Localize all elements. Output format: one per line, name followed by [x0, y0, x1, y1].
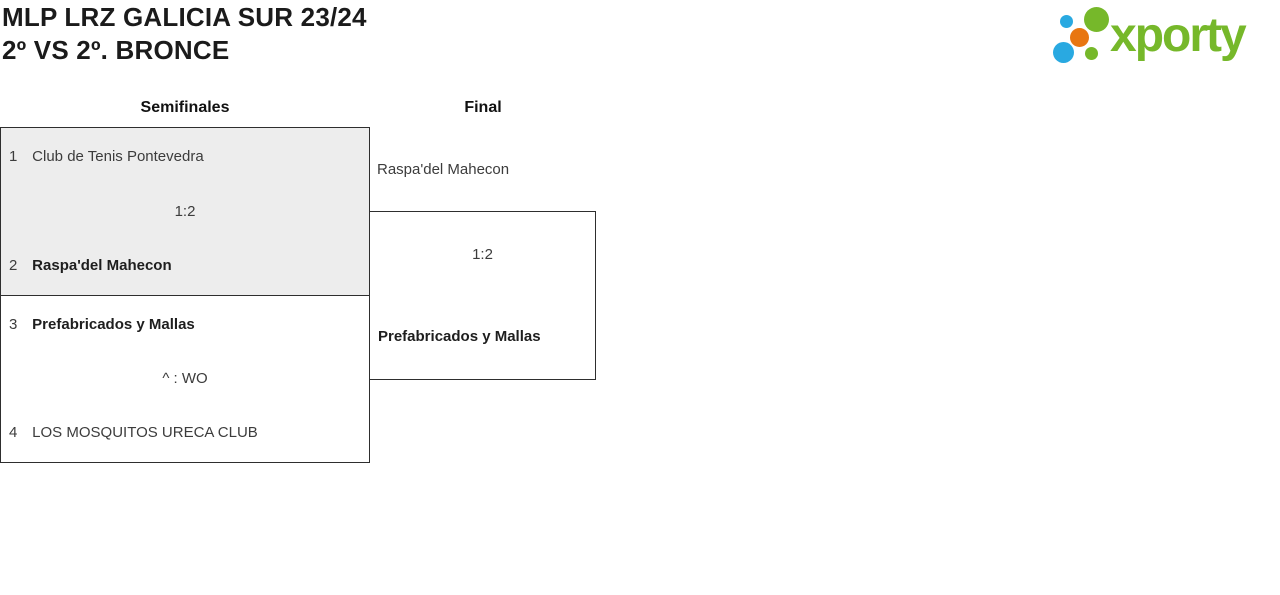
team-name: Prefabricados y Mallas [378, 328, 541, 345]
match-score: ^ : WO [162, 370, 208, 387]
team-seed: 4 [9, 424, 18, 441]
round-header-semifinales: Semifinales [140, 99, 230, 116]
logo-dot-icon [1060, 15, 1073, 28]
team-seed: 2 [9, 257, 18, 274]
team-seed: 3 [9, 316, 18, 333]
team-row: Prefabricados y Mallas [370, 328, 595, 346]
team-row: 2 Raspa'del Mahecon [1, 257, 369, 275]
match-semifinal-1[interactable]: 1 Club de Tenis Pontevedra 1:2 2 Raspa'd… [0, 127, 370, 296]
team-row: 1 Club de Tenis Pontevedra [1, 148, 369, 166]
team-name: Raspa'del Mahecon [32, 257, 172, 274]
team-name: Raspa'del Mahecon [377, 161, 510, 178]
page-title: MLP LRZ GALICIA SUR 23/24 2º VS 2º. BRON… [2, 1, 367, 67]
team-name: LOS MOSQUITOS URECA CLUB [32, 424, 258, 441]
xporty-logo[interactable]: xporty [1046, 0, 1280, 75]
match-final[interactable]: 1:2 Prefabricados y Mallas [369, 211, 596, 380]
team-row: 4 LOS MOSQUITOS URECA CLUB [1, 424, 369, 442]
match-score: 1:2 [174, 202, 196, 220]
logo-dot-icon [1053, 42, 1074, 63]
team-name: Club de Tenis Pontevedra [32, 148, 204, 165]
team-name: Prefabricados y Mallas [32, 316, 195, 333]
logo-dot-icon [1084, 7, 1109, 32]
match-semifinal-2[interactable]: 3 Prefabricados y Mallas ^ : WO 4 LOS MO… [0, 295, 370, 463]
page-title-line1: MLP LRZ GALICIA SUR 23/24 [2, 2, 367, 32]
logo-dot-icon [1085, 47, 1098, 60]
round-header-final: Final [464, 99, 502, 116]
page-title-line2: 2º VS 2º. BRONCE [2, 35, 230, 65]
logo-dot-icon [1070, 28, 1089, 47]
team-seed: 1 [9, 148, 18, 165]
xporty-logo-text: xporty [1110, 9, 1247, 62]
match-score: 1:2 [472, 246, 493, 263]
team-row: 3 Prefabricados y Mallas [1, 316, 369, 334]
